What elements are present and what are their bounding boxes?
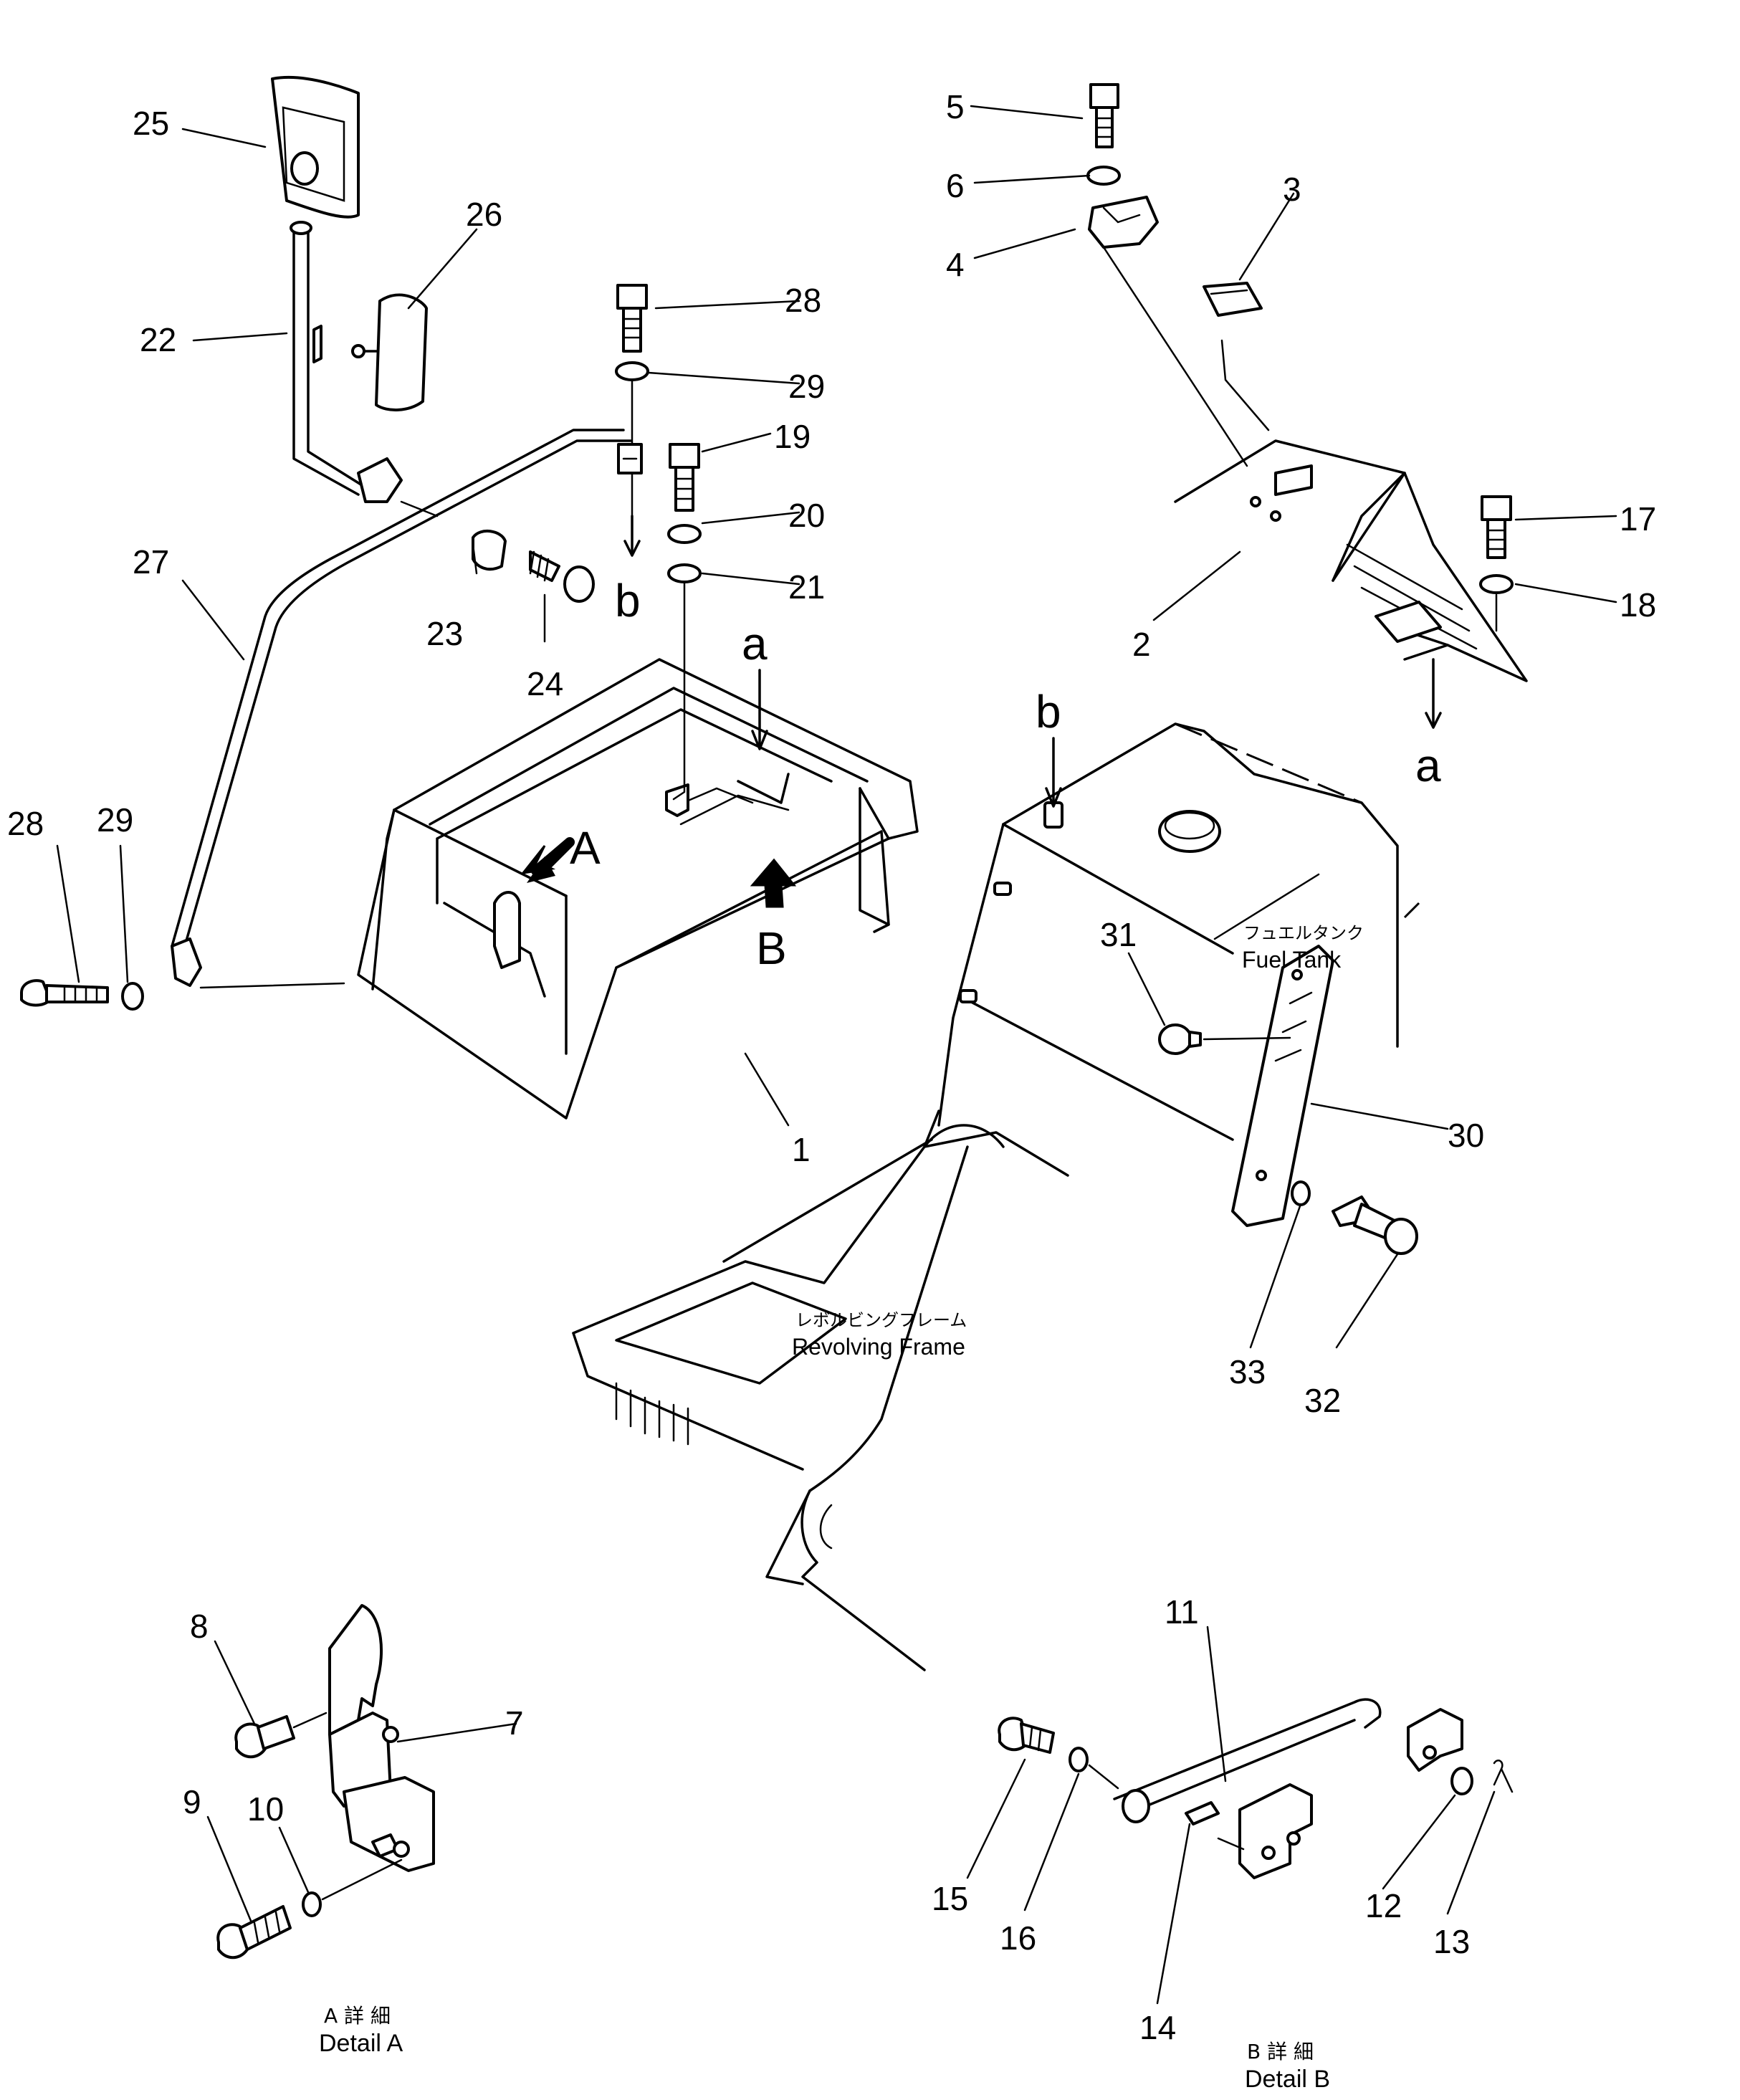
callout-1: 1 [792,1131,811,1168]
callout-29-left: 29 [97,801,133,839]
fuel-tank-label-en: Fuel Tank [1242,947,1342,973]
callout-24: 24 [527,665,563,702]
revolving-frame-label-jp: レボルビングフレーム [795,1310,967,1330]
detail-a-label-jp: A 詳 細 [324,2004,391,2028]
callout-31: 31 [1100,916,1137,953]
cover-box [357,658,919,1120]
callout-21: 21 [788,568,825,606]
marker-b-tank: b [1036,686,1061,738]
view-arrow-B [750,858,797,908]
reference-markers: b a a b A B [520,575,1441,974]
callout-28-left: 28 [7,805,44,842]
handrail-and-mirror [171,76,632,987]
fuel-tank-label-jp: フュエルタンク [1243,923,1364,943]
callout-11: 11 [1165,1593,1199,1631]
detail-b-drawing [998,1698,1514,1879]
callout-13: 13 [1433,1923,1470,1960]
callout-12: 12 [1365,1887,1402,1924]
callout-17: 17 [1620,500,1656,538]
callout-22: 22 [140,321,176,358]
detail-b-label-jp: B 詳 細 [1247,2040,1314,2063]
detail-a-drawing [216,1604,435,1960]
callout-3: 3 [1283,171,1301,208]
callout-33: 33 [1229,1353,1266,1390]
callout-14: 14 [1139,2009,1176,2046]
bolt-28-29-left [20,979,345,1011]
callout-numbers: 25 26 22 27 23 24 28 29 19 20 21 5 6 4 3… [7,88,1656,2046]
step-30 [1158,945,1418,1255]
callout-23: 23 [426,615,463,652]
callout-25: 25 [133,105,169,142]
callout-10: 10 [247,1790,284,1828]
bolts-top-center [615,284,702,801]
reference-lines [1175,722,1420,919]
callout-18: 18 [1620,586,1656,624]
marker-a-top: a [742,618,768,669]
marker-b-top: b [615,575,641,626]
leader-lines [56,105,1617,2005]
callout-20: 20 [788,497,825,534]
callout-5: 5 [946,88,965,125]
callout-30: 30 [1448,1117,1484,1154]
detail-a-label-en: Detail A [319,2030,403,2057]
callout-2: 2 [1132,626,1151,663]
callout-26: 26 [466,196,502,233]
callout-7: 7 [505,1704,524,1742]
revolving-frame-label-en: Revolving Frame [792,1334,965,1360]
callout-4: 4 [946,246,965,283]
callout-15: 15 [932,1880,968,1917]
callout-8: 8 [190,1608,209,1645]
marker-a-bottom: a [1415,740,1441,791]
view-letter-B: B [756,922,787,974]
fuel-tank [937,722,1399,1141]
callout-9: 9 [183,1783,201,1820]
text-labels: フュエルタンク Fuel Tank レボルビングフレーム Revolving F… [319,923,1364,2093]
callout-27: 27 [133,543,169,581]
callout-29-top: 29 [788,368,825,405]
callout-28-top: 28 [785,282,821,319]
callout-19: 19 [774,418,811,455]
bracket-top-right [1086,83,1528,729]
view-letter-A: A [570,822,601,874]
callout-6: 6 [946,167,965,204]
callout-32: 32 [1304,1382,1341,1419]
detail-b-label-en: Detail B [1245,2066,1330,2093]
revolving-frame [572,1109,1069,1671]
callout-16: 16 [1000,1919,1036,1957]
